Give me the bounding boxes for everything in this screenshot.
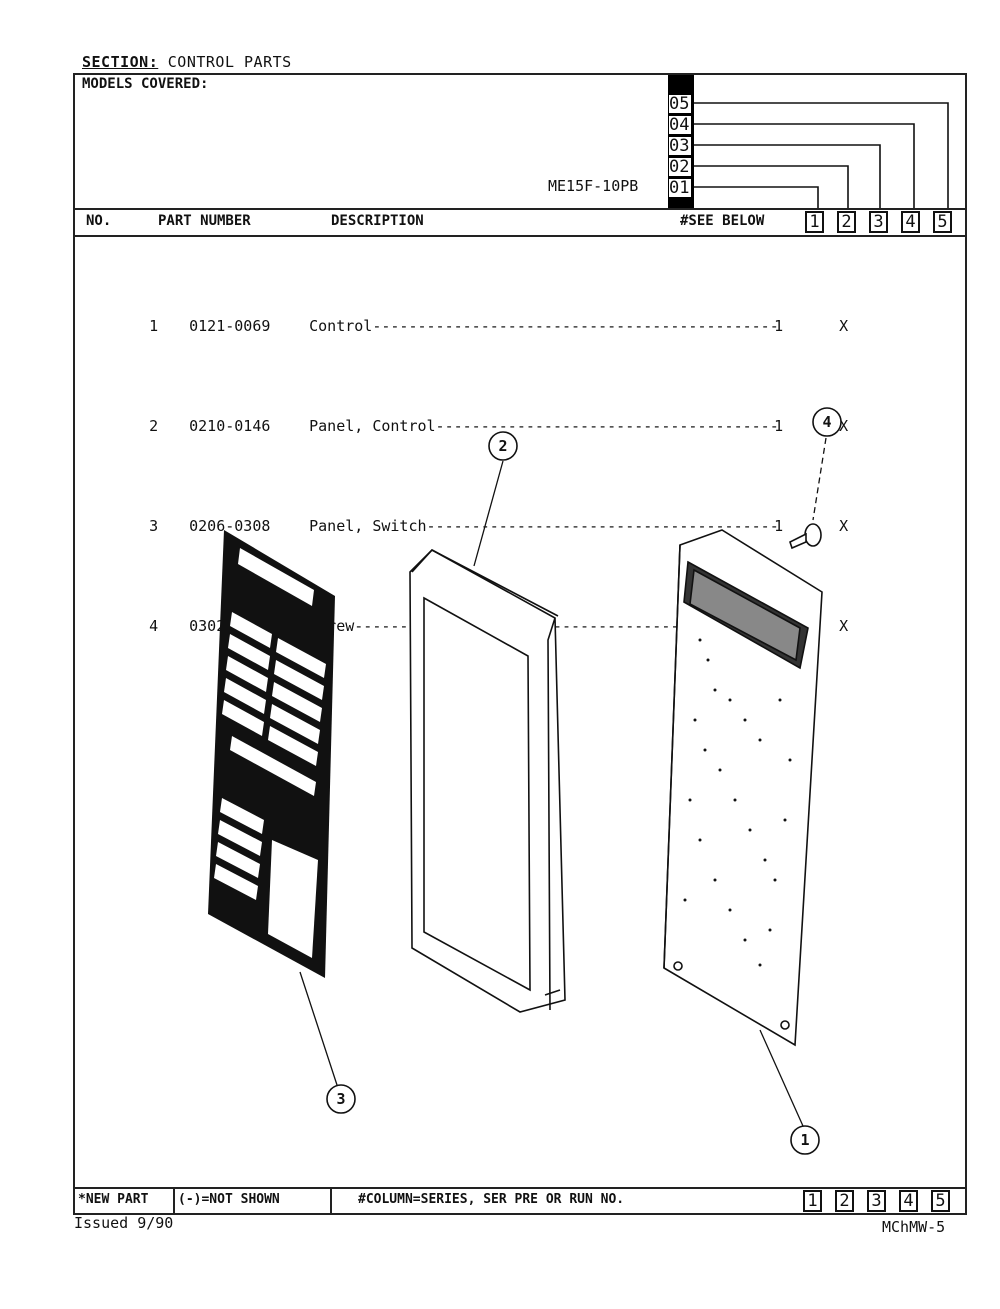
part-col1-mark: X	[839, 517, 849, 535]
section-label: SECTION:	[82, 53, 159, 71]
footer-divider-1	[173, 1187, 175, 1215]
part-no: 3	[149, 517, 159, 535]
part-no: 1	[149, 317, 159, 335]
model-name: ME15F-10PB	[548, 177, 639, 195]
footer-column-5: 5	[931, 1190, 950, 1212]
footer-new-part: *NEW PART	[78, 1192, 149, 1207]
header-divider	[73, 208, 967, 210]
part-col1-mark: X	[839, 317, 849, 335]
part-col1-mark: X	[839, 417, 849, 435]
header-column-4: 4	[901, 211, 920, 233]
models-covered-label: MODELS COVERED:	[82, 76, 209, 92]
footer-not-shown: (-)=NOT SHOWN	[178, 1192, 280, 1207]
footer-divider	[73, 1187, 967, 1189]
part-no: 2	[149, 417, 159, 435]
parts-row: 2 0210-0146 Panel, Control----------------…	[113, 396, 848, 456]
series-code-03: 03	[669, 136, 691, 156]
footer-column-4: 4	[899, 1190, 918, 1212]
table-header-divider	[73, 235, 967, 237]
callout-2: 2	[498, 437, 507, 455]
part-col1-mark: X	[839, 617, 849, 635]
footer-column-3: 3	[867, 1190, 886, 1212]
section-value: CONTROL PARTS	[167, 53, 292, 71]
part-description: Control---------------------------------…	[309, 317, 779, 335]
header-column-3: 3	[869, 211, 888, 233]
control-panel-art	[409, 549, 566, 1013]
header-column-5: 5	[933, 211, 952, 233]
page-frame	[73, 73, 967, 1215]
part-number: 0206-0308	[189, 517, 271, 535]
part-number: 0210-0146	[189, 417, 271, 435]
part-qty: 1	[774, 417, 784, 435]
circuit-board-traces	[683, 638, 792, 967]
part-description: Panel, Switch---------------------------…	[309, 517, 779, 535]
series-code-02: 02	[669, 157, 691, 177]
callout-3: 3	[336, 1090, 345, 1108]
switch-panel-art	[208, 530, 335, 978]
part-no: 4	[149, 617, 159, 635]
series-code-04: 04	[669, 115, 691, 135]
footer-column-1: 1	[803, 1190, 822, 1212]
parts-row: 3 0206-0308 Panel, Switch-----------------…	[113, 496, 848, 556]
header-part-number: PART NUMBER	[158, 213, 251, 229]
part-qty: 1	[774, 517, 784, 535]
header-see-below: #SEE BELOW	[680, 213, 765, 229]
header-description: DESCRIPTION	[331, 213, 424, 229]
screw-art	[789, 523, 822, 550]
series-code-05: 05	[669, 94, 691, 114]
section-title: SECTION: CONTROL PARTS	[82, 53, 292, 71]
header-column-1: 1	[805, 211, 824, 233]
issued-date: Issued 9/90	[74, 1214, 174, 1232]
series-code-01: 01	[669, 178, 691, 198]
series-bracket-lines	[694, 102, 949, 208]
part-description: Panel, Control--------------------------…	[309, 417, 779, 435]
header-no: NO.	[86, 213, 112, 229]
header-column-2: 2	[837, 211, 856, 233]
footer-divider-2	[330, 1187, 332, 1215]
callout-circles	[326, 407, 842, 1155]
parts-row: 1 0121-0069 Control-----------------------…	[113, 296, 848, 356]
callout-4: 4	[822, 413, 831, 431]
leader-lines	[299, 437, 827, 1127]
page-id: MChMW-5	[882, 1218, 946, 1236]
circuit-board-art	[663, 529, 823, 1047]
callout-1: 1	[800, 1131, 809, 1149]
part-number: 0121-0069	[189, 317, 271, 335]
footer-column-2: 2	[835, 1190, 854, 1212]
part-qty: 1	[774, 317, 784, 335]
footer-column-note: #COLUMN=SERIES, SER PRE OR RUN NO.	[358, 1192, 625, 1207]
